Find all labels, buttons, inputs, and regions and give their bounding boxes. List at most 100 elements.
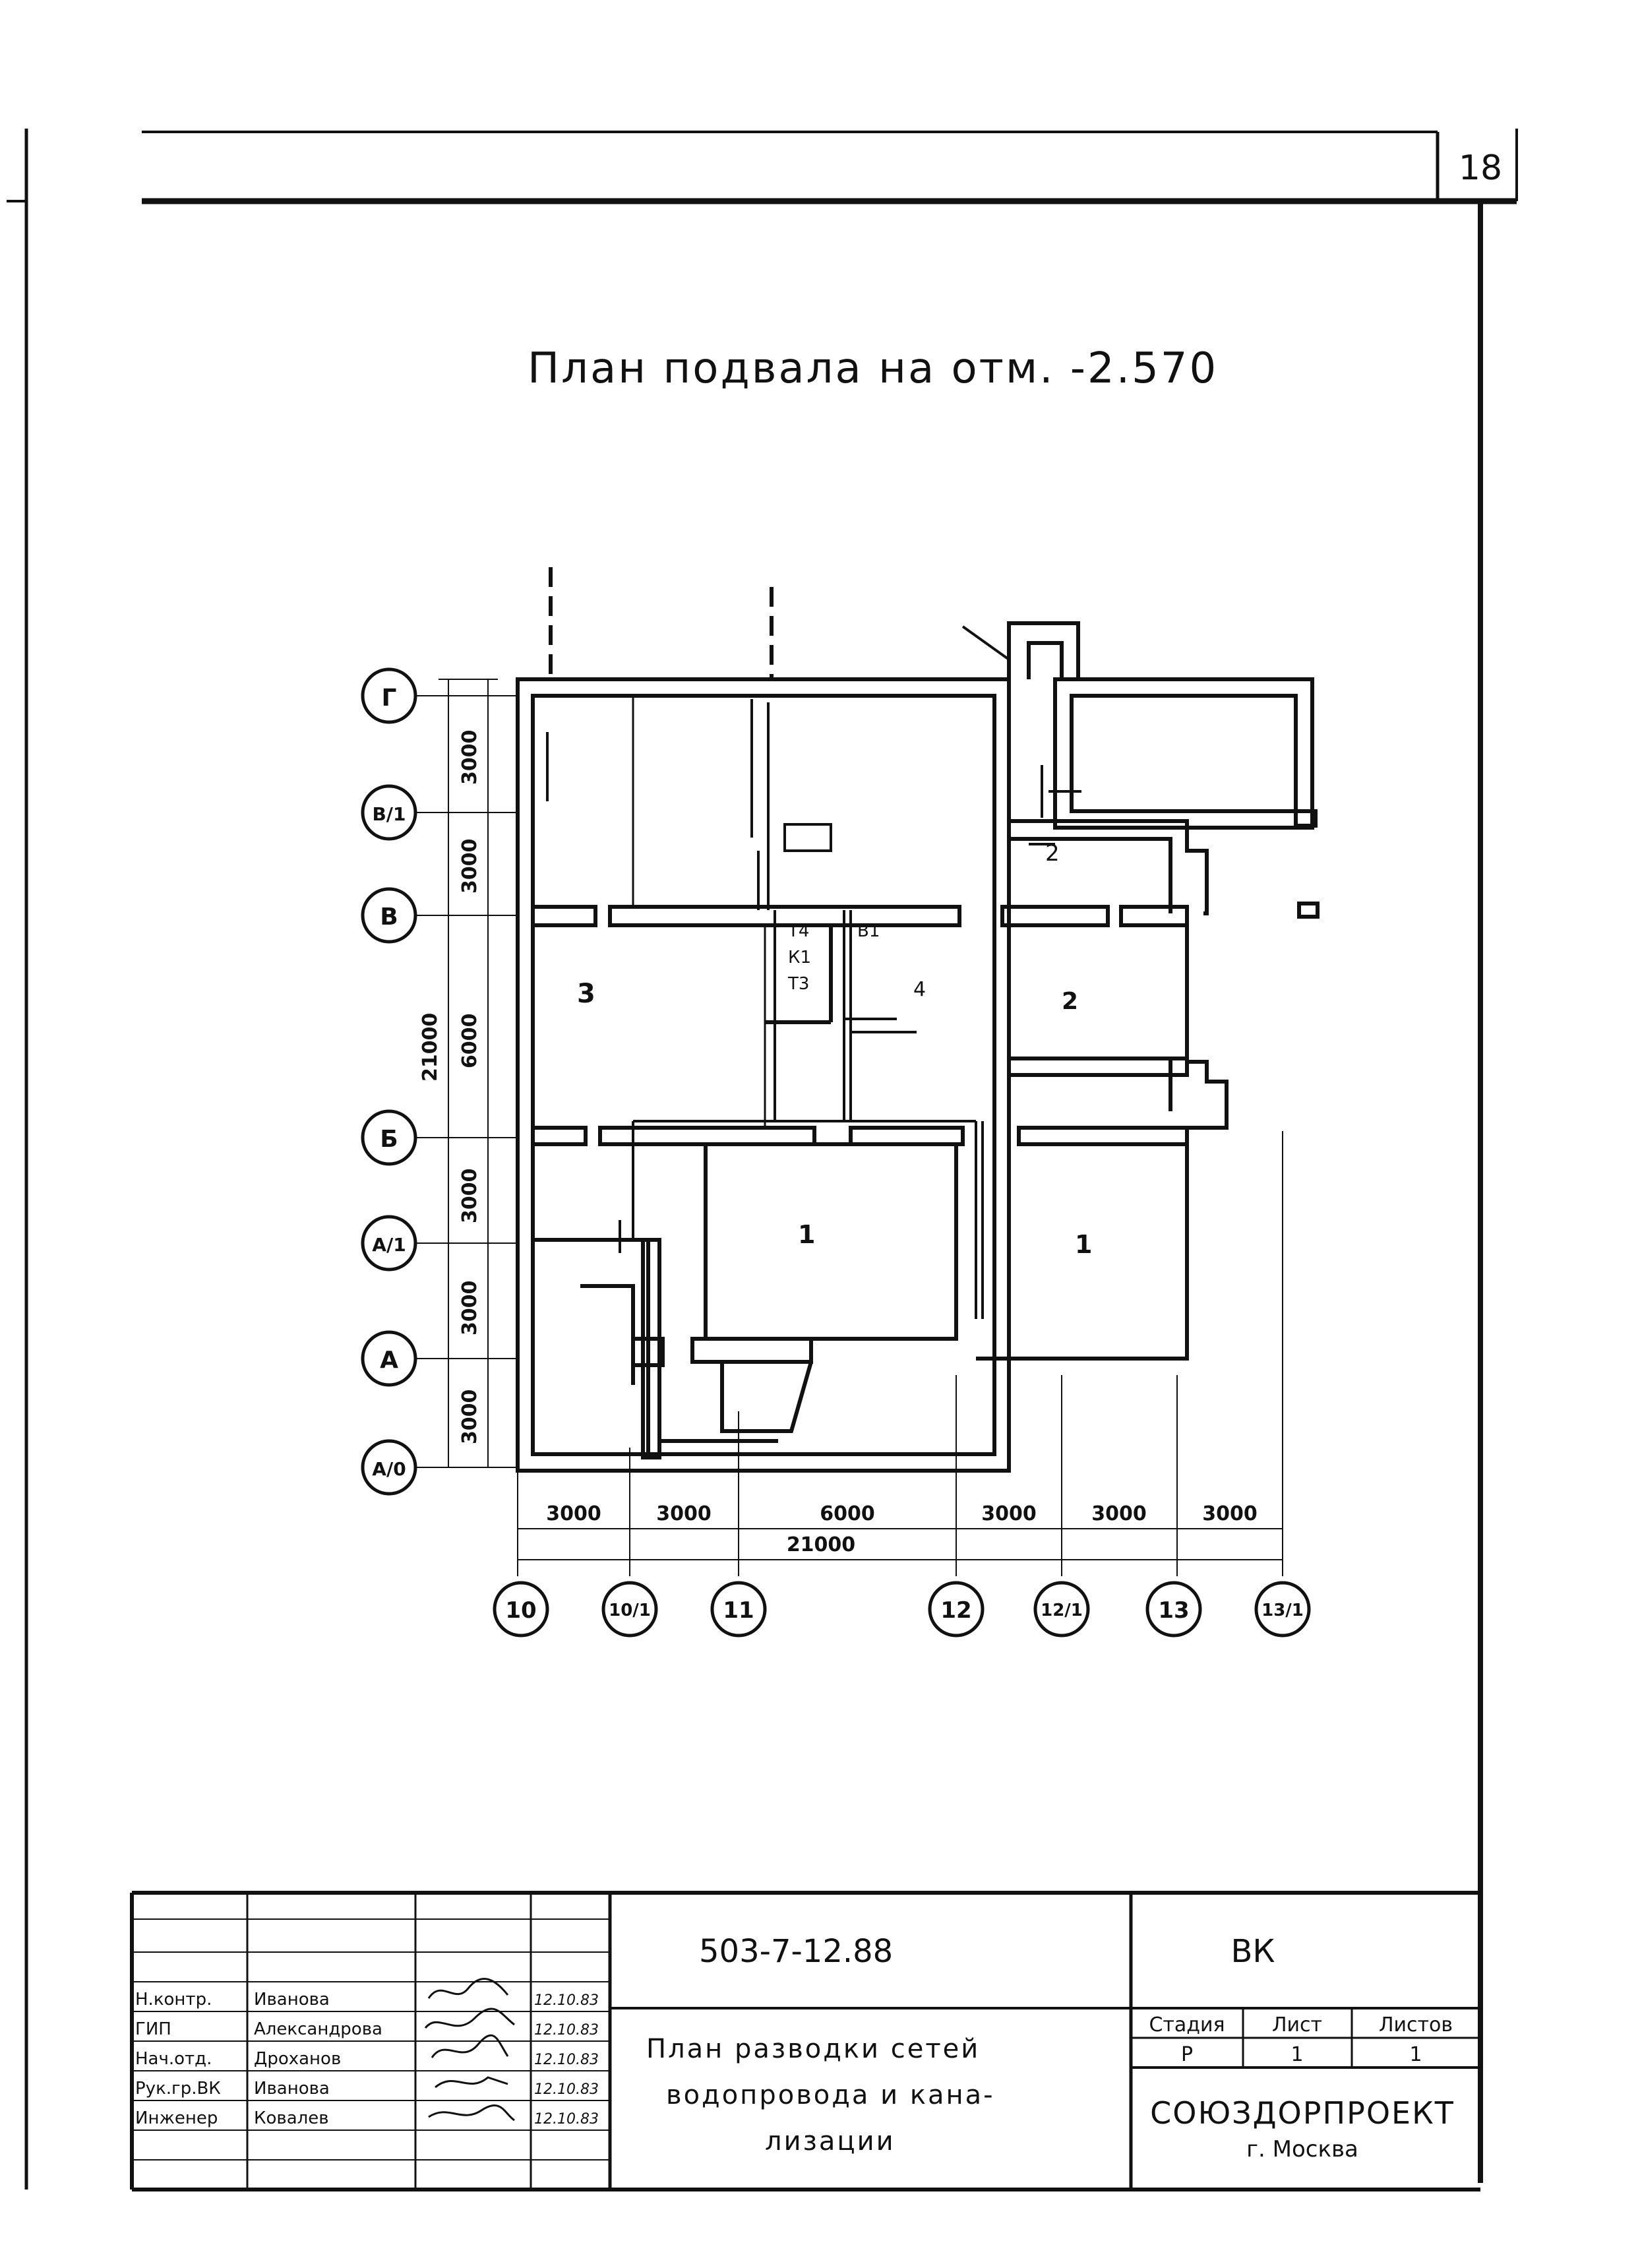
row-dim-5: 3000 bbox=[458, 1390, 481, 1445]
col-dim-5: 3000 bbox=[1202, 1502, 1258, 1525]
svg-text:Рук.гр.ВК: Рук.гр.ВК bbox=[135, 2079, 221, 2099]
row-axis-bubble: Б bbox=[361, 1109, 417, 1166]
col-dim-4: 3000 bbox=[1091, 1502, 1147, 1525]
sheet-frame bbox=[7, 129, 1518, 2190]
drawing-title-line: План разводки сетей bbox=[646, 2034, 980, 2064]
svg-text:ГИП: ГИП bbox=[135, 2019, 171, 2039]
row-axis-bubble: В bbox=[361, 887, 417, 944]
row-axis-bubble: В/1 bbox=[361, 784, 417, 841]
row-dim-0: 3000 bbox=[458, 730, 481, 785]
drawing-title-line: лизации bbox=[765, 2126, 896, 2157]
svg-text:10/1: 10/1 bbox=[609, 1601, 651, 1620]
col-dimension-values: 3000 3000 6000 3000 3000 3000 21000 bbox=[546, 1502, 1258, 1556]
grid-lines bbox=[415, 695, 1283, 1576]
svg-text:Иванова: Иванова bbox=[254, 2079, 330, 2099]
svg-text:Б: Б bbox=[380, 1126, 398, 1153]
row-dim-2: 6000 bbox=[458, 1014, 481, 1069]
col-axis-bubble: 13 bbox=[1145, 1581, 1202, 1638]
section-code: ВК bbox=[1230, 1933, 1275, 1970]
organization-city: г. Москва bbox=[1246, 2136, 1358, 2162]
row-dimension-values: 3000 3000 6000 3000 3000 3000 21000 bbox=[419, 730, 481, 1445]
svg-text:Александрова: Александрова bbox=[254, 2019, 382, 2039]
sheet-number: 18 bbox=[1459, 148, 1502, 188]
drawing-title: План подвала на отм. -2.570 bbox=[528, 344, 1218, 393]
row-axis-bubble: Г bbox=[361, 667, 417, 724]
svg-text:12.10.83: 12.10.83 bbox=[534, 1992, 599, 2009]
col-axis-markers: 10 10/1 11 12 12/1 13 13/1 bbox=[493, 1581, 1311, 1638]
row-dimension-chain bbox=[439, 679, 498, 1468]
svg-text:13: 13 bbox=[1158, 1597, 1189, 1624]
svg-text:12/1: 12/1 bbox=[1041, 1601, 1083, 1620]
svg-text:12: 12 bbox=[940, 1597, 971, 1624]
svg-text:12.10.83: 12.10.83 bbox=[534, 2081, 599, 2098]
row-dim-3: 3000 bbox=[458, 1169, 481, 1224]
svg-text:В/1: В/1 bbox=[372, 803, 406, 825]
svg-text:12.10.83: 12.10.83 bbox=[534, 2052, 599, 2068]
stage-table: Стадия Лист Листов Р 1 1 bbox=[1149, 2013, 1453, 2066]
pipe-label: В1 bbox=[857, 921, 880, 941]
svg-text:Ковалев: Ковалев bbox=[254, 2108, 329, 2128]
svg-text:А/1: А/1 bbox=[372, 1234, 406, 1256]
room-labels: 3 4 2 2 1 1 bbox=[577, 840, 1092, 1259]
stage-value: Р bbox=[1181, 2043, 1193, 2066]
svg-text:11: 11 bbox=[723, 1597, 754, 1624]
col-dim-0: 3000 bbox=[546, 1502, 601, 1525]
organization-name: СОЮЗДОРПРОЕКТ bbox=[1150, 2095, 1455, 2131]
signatures bbox=[424, 1978, 515, 2122]
svg-text:Дроханов: Дроханов bbox=[254, 2049, 341, 2069]
svg-text:10: 10 bbox=[505, 1597, 536, 1624]
col-axis-bubble: 12 bbox=[928, 1581, 985, 1638]
sheet-header: Лист bbox=[1272, 2013, 1322, 2037]
svg-text:12.10.83: 12.10.83 bbox=[534, 2111, 599, 2128]
room-number: 3 bbox=[577, 979, 595, 1009]
svg-text:Г: Г bbox=[382, 685, 397, 712]
doc-code: 503-7-12.88 bbox=[699, 1933, 893, 1970]
room-number: 1 bbox=[1075, 1230, 1092, 1259]
row-dim-total: 21000 bbox=[419, 1013, 442, 1082]
staff-row: ГИП Александрова 12.10.83 bbox=[135, 2019, 599, 2039]
svg-text:Иванова: Иванова bbox=[254, 1990, 330, 2009]
col-dim-2: 6000 bbox=[820, 1502, 875, 1525]
room-number: 2 bbox=[1062, 988, 1078, 1015]
staff-row: Н.контр. Иванова 12.10.83 bbox=[135, 1990, 599, 2009]
svg-text:Инженер: Инженер bbox=[135, 2108, 218, 2128]
svg-text:В: В bbox=[380, 904, 398, 931]
sheets-value: 1 bbox=[1409, 2043, 1422, 2066]
col-axis-bubble: 10/1 bbox=[601, 1581, 658, 1638]
row-axis-bubble: А/1 bbox=[361, 1215, 417, 1272]
col-dim-total: 21000 bbox=[787, 1533, 855, 1556]
col-axis-bubble: 13/1 bbox=[1254, 1581, 1311, 1638]
room-number: 2 bbox=[1045, 840, 1060, 867]
drawing-title-line: водопровода и кана- bbox=[666, 2080, 995, 2110]
staff-table: Н.контр. Иванова 12.10.83 ГИП Александро… bbox=[135, 1990, 599, 2128]
svg-text:А/0: А/0 bbox=[372, 1458, 406, 1480]
pipe-label: Т4 bbox=[787, 921, 809, 941]
staff-row: Нач.отд. Дроханов 12.10.83 bbox=[135, 2049, 599, 2069]
room-number: 4 bbox=[913, 978, 926, 1001]
svg-text:12.10.83: 12.10.83 bbox=[534, 2022, 599, 2038]
sheets-header: Листов bbox=[1379, 2013, 1453, 2037]
col-axis-bubble: 12/1 bbox=[1033, 1581, 1090, 1638]
svg-text:А: А bbox=[380, 1347, 398, 1374]
pipe-labels: Т4 К1 Т3 В1 bbox=[787, 921, 880, 994]
drawing-title-block: План разводки сетей водопровода и кана- … bbox=[646, 2034, 995, 2157]
walls bbox=[516, 621, 1320, 1473]
staff-row: Инженер Ковалев 12.10.83 bbox=[135, 2108, 599, 2128]
col-dim-3: 3000 bbox=[981, 1502, 1037, 1525]
row-dim-1: 3000 bbox=[458, 839, 481, 894]
row-axis-bubble: А bbox=[361, 1330, 417, 1387]
col-axis-bubble: 11 bbox=[710, 1581, 767, 1638]
svg-text:Н.контр.: Н.контр. bbox=[135, 1990, 212, 2009]
sheet-value: 1 bbox=[1291, 2043, 1303, 2066]
row-axis-markers: Г В/1 В Б А/1 А А/0 bbox=[361, 667, 417, 1496]
pipe-label: Т3 bbox=[787, 974, 809, 994]
room-number: 1 bbox=[798, 1220, 815, 1249]
col-dim-1: 3000 bbox=[656, 1502, 712, 1525]
svg-text:13/1: 13/1 bbox=[1261, 1601, 1304, 1620]
row-dim-4: 3000 bbox=[458, 1281, 481, 1336]
title-block-lines bbox=[130, 1891, 1480, 2191]
pipe-label: К1 bbox=[788, 948, 811, 967]
row-axis-bubble: А/0 bbox=[361, 1439, 417, 1496]
pipes bbox=[546, 567, 1081, 1319]
